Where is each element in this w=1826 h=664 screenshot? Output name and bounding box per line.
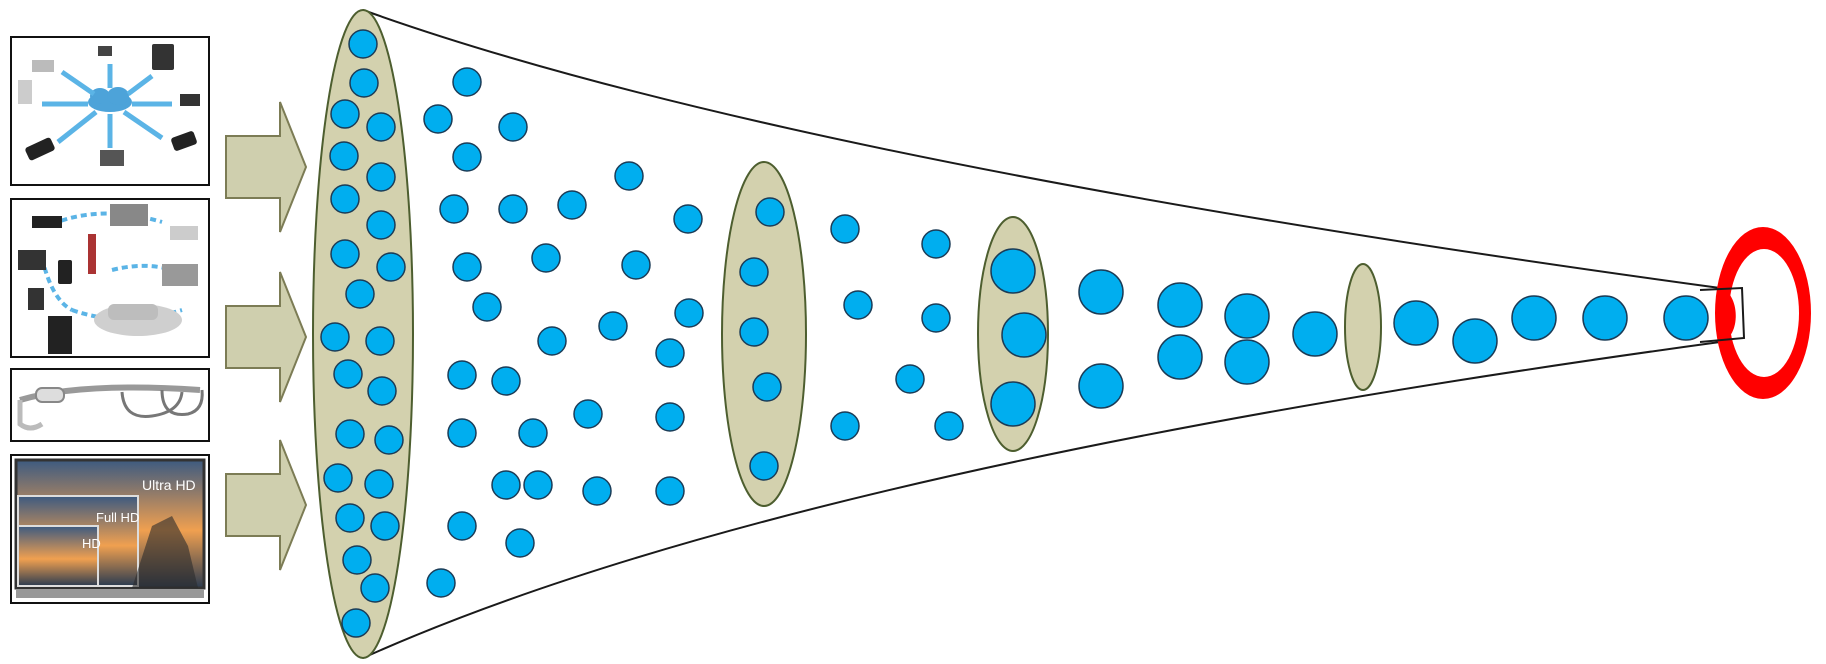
data-bubble — [674, 205, 702, 233]
input-arrow-2 — [224, 270, 308, 404]
data-bubble — [367, 113, 395, 141]
data-bubble — [1583, 296, 1627, 340]
smart-glasses-panel — [10, 368, 210, 442]
data-bubble — [656, 403, 684, 431]
data-bubble — [453, 68, 481, 96]
data-bubble — [368, 377, 396, 405]
data-bubble — [361, 574, 389, 602]
networked-devices-panel — [10, 36, 210, 186]
data-bubble — [831, 215, 859, 243]
data-bubble — [448, 361, 476, 389]
data-bubble — [615, 162, 643, 190]
data-bubble — [1664, 296, 1708, 340]
data-bubble — [448, 512, 476, 540]
tv-display-icon: Ultra HD Full HD HD — [12, 456, 208, 602]
data-bubble — [1225, 340, 1269, 384]
data-bubble — [675, 299, 703, 327]
data-bubble — [366, 327, 394, 355]
data-bubble — [448, 419, 476, 447]
data-bubble — [324, 464, 352, 492]
connected-things-panel — [10, 198, 210, 358]
cloud-network-icon — [12, 38, 208, 184]
data-bubble — [331, 185, 359, 213]
data-bubble — [453, 143, 481, 171]
data-bubble — [991, 382, 1035, 426]
data-bubble — [336, 420, 364, 448]
data-bubble — [844, 291, 872, 319]
data-bubble — [331, 100, 359, 128]
data-bubble — [350, 69, 378, 97]
data-bubble — [330, 142, 358, 170]
data-bubble — [599, 312, 627, 340]
hd-label: HD — [82, 536, 101, 551]
smart-glasses-icon — [12, 370, 208, 440]
data-bubble — [935, 412, 963, 440]
data-bubble — [346, 280, 374, 308]
data-bubble — [922, 304, 950, 332]
data-bubble — [1158, 283, 1202, 327]
tv-resolution-panel: Ultra HD Full HD HD — [10, 454, 210, 604]
data-bubble — [532, 244, 560, 272]
data-bubble — [750, 452, 778, 480]
data-bubble — [519, 419, 547, 447]
data-bubble — [538, 327, 566, 355]
data-bubble — [377, 253, 405, 281]
data-bubble — [756, 198, 784, 226]
data-bubble — [524, 471, 552, 499]
data-bubble — [896, 365, 924, 393]
data-bubble — [367, 163, 395, 191]
data-bubble — [371, 512, 399, 540]
data-bubble — [622, 251, 650, 279]
funnel-stage-4 — [1345, 264, 1381, 390]
data-bubble — [343, 546, 371, 574]
data-bubble — [740, 258, 768, 286]
input-arrow-1 — [224, 100, 308, 234]
data-bubble — [991, 249, 1035, 293]
full-hd-label: Full HD — [96, 510, 139, 525]
data-bubble — [1002, 313, 1046, 357]
data-bubble — [1079, 364, 1123, 408]
data-bubble — [1293, 312, 1337, 356]
input-arrow-3 — [224, 438, 308, 572]
data-bubble — [349, 30, 377, 58]
data-bubble — [365, 470, 393, 498]
data-bubble — [831, 412, 859, 440]
data-bubble — [367, 211, 395, 239]
data-bubble — [558, 191, 586, 219]
data-bubble — [321, 323, 349, 351]
data-bubble — [583, 477, 611, 505]
data-bubble — [574, 400, 602, 428]
data-bubble — [440, 195, 468, 223]
ultra-hd-label: Ultra HD — [142, 477, 196, 493]
data-bubble — [740, 318, 768, 346]
data-bubble — [1225, 294, 1269, 338]
data-bubble — [342, 609, 370, 637]
data-bubble — [492, 471, 520, 499]
data-bubble — [499, 195, 527, 223]
data-bubble — [922, 230, 950, 258]
data-bubble — [453, 253, 481, 281]
data-bubble — [1512, 296, 1556, 340]
data-bubble — [506, 529, 534, 557]
data-bubble — [656, 477, 684, 505]
data-bubble — [375, 426, 403, 454]
target-ring-icon — [1700, 227, 1811, 399]
data-bubble — [1394, 301, 1438, 345]
data-bubble — [427, 569, 455, 597]
data-bubble — [331, 240, 359, 268]
data-bubble — [1453, 319, 1497, 363]
data-bubble — [753, 373, 781, 401]
data-bubble — [499, 113, 527, 141]
iot-devices-icon — [12, 200, 208, 356]
data-bubble — [336, 504, 364, 532]
data-bubble — [473, 293, 501, 321]
data-bubble — [1158, 335, 1202, 379]
data-bubble — [1079, 270, 1123, 314]
data-bubble — [492, 367, 520, 395]
data-bubble — [334, 360, 362, 388]
data-bubble — [424, 105, 452, 133]
data-bubble — [656, 339, 684, 367]
